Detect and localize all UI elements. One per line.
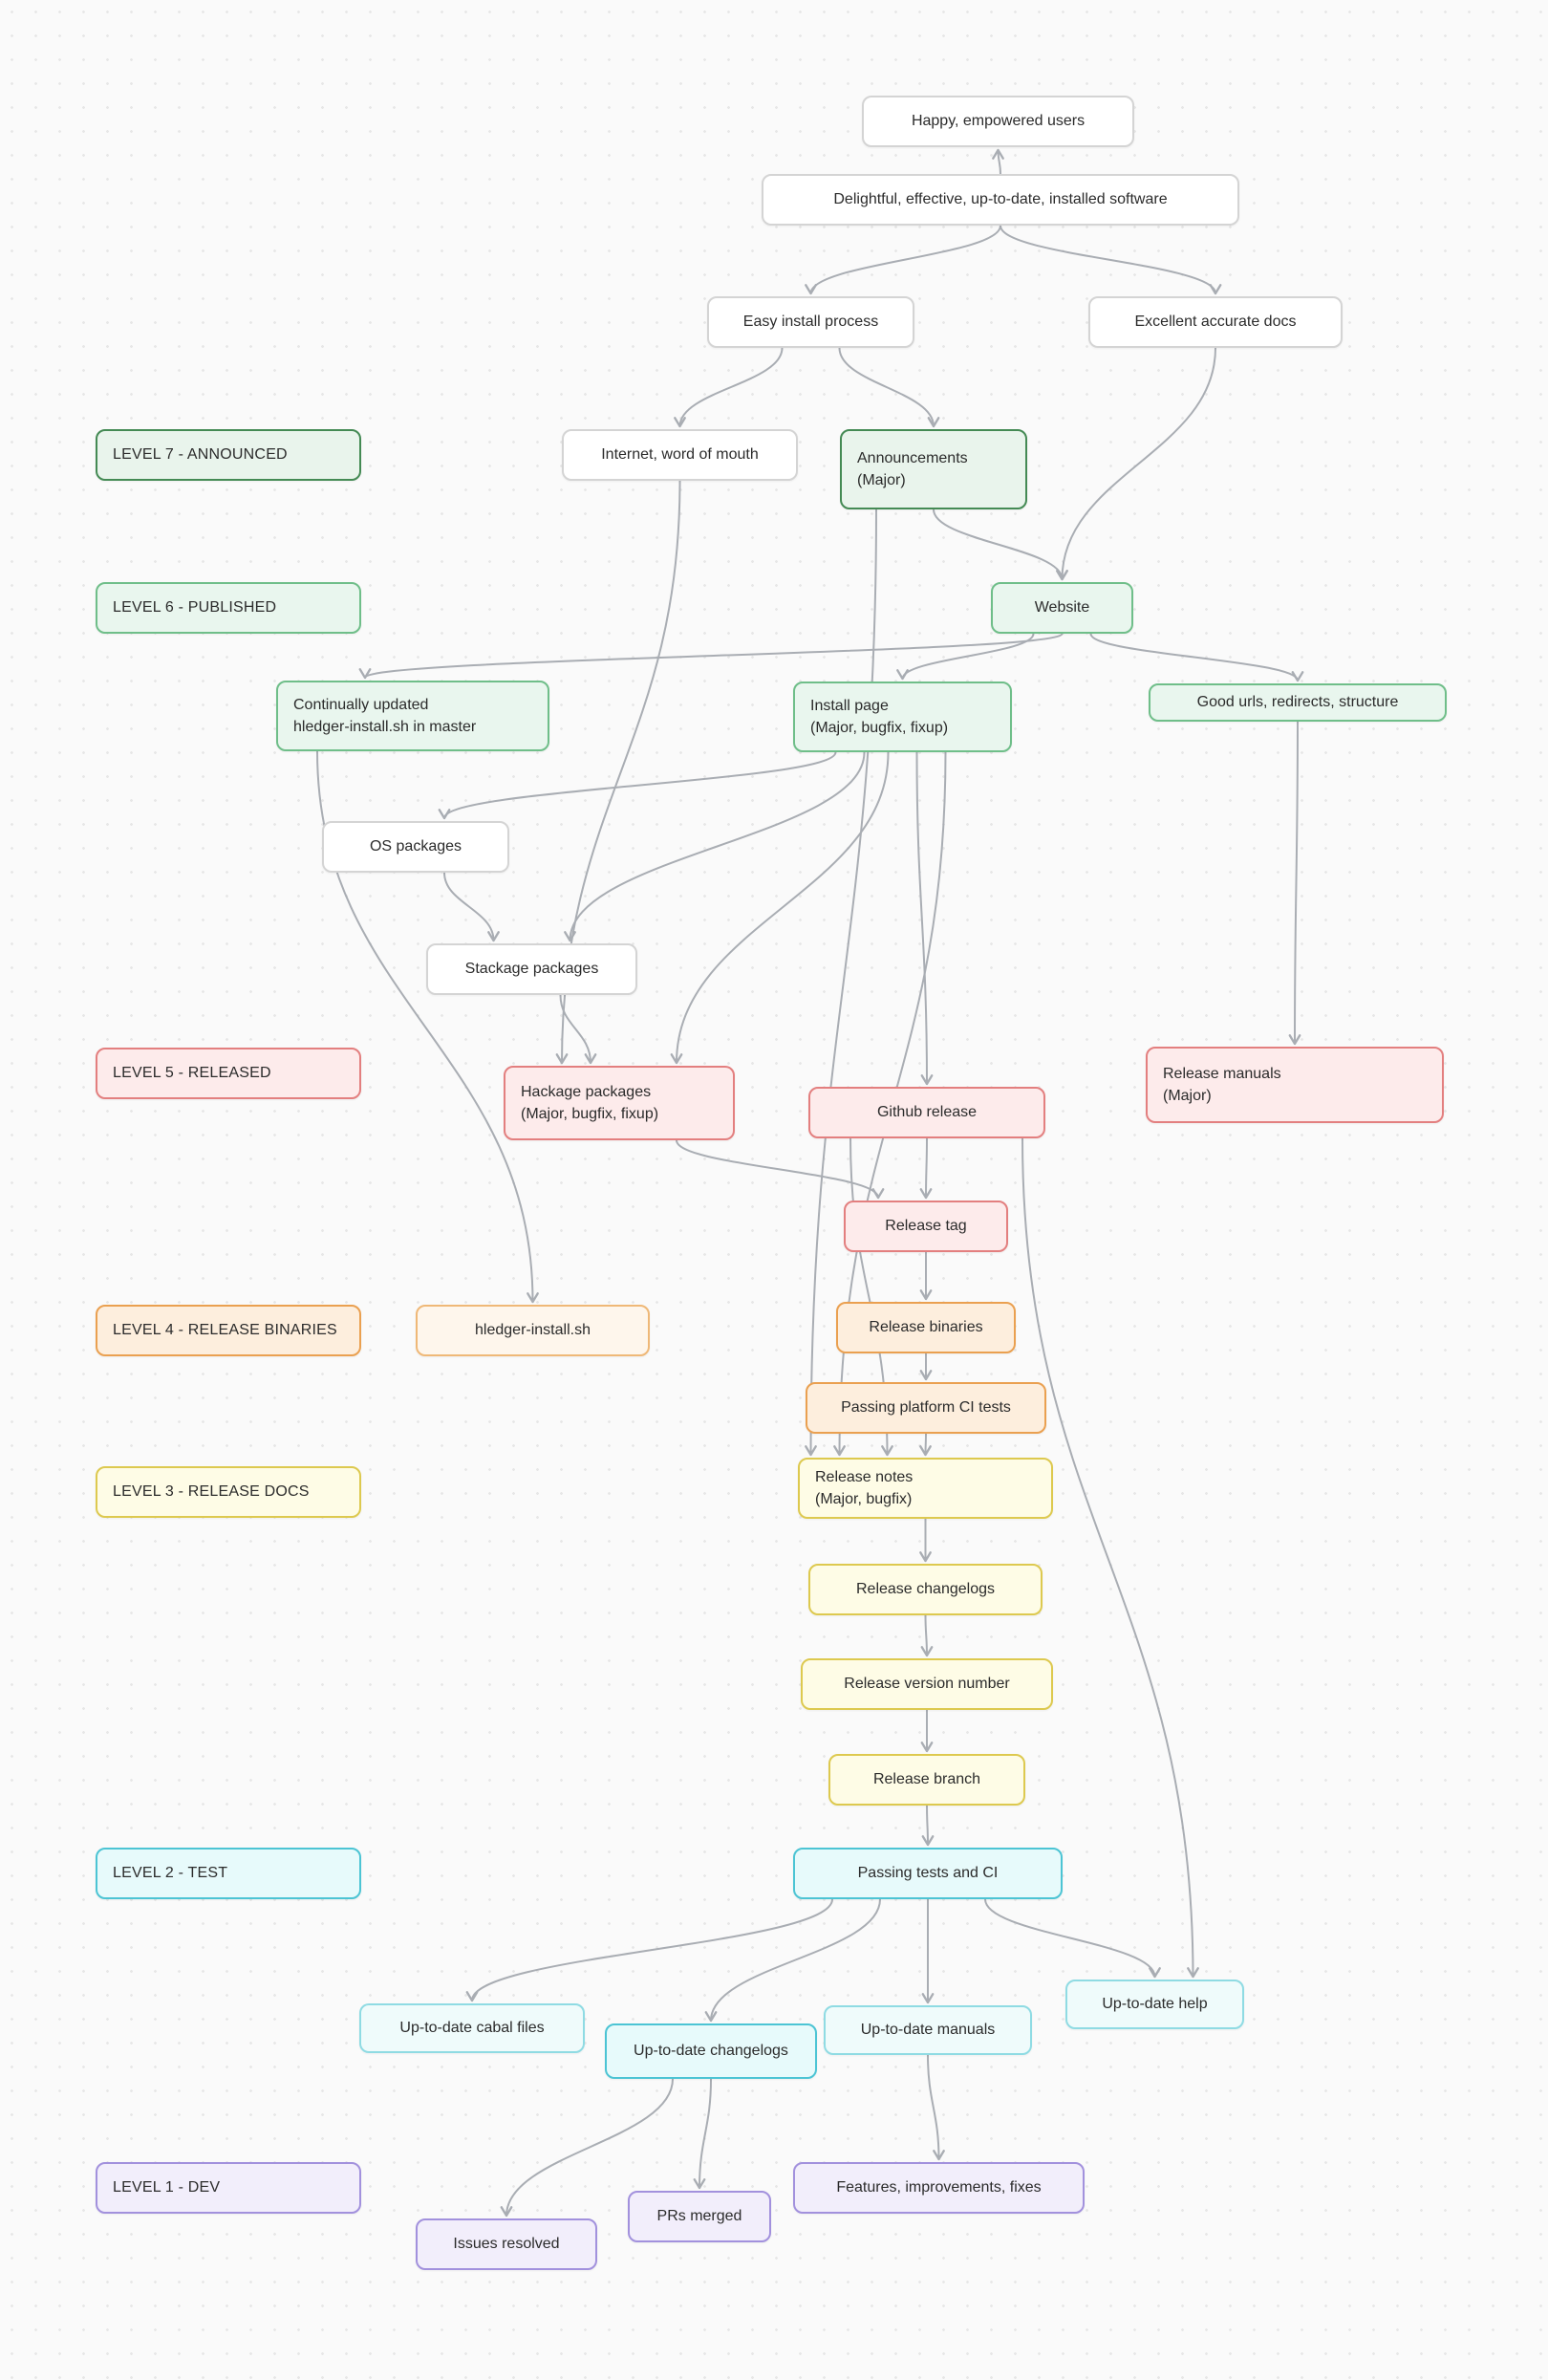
node-release-version-number: Release version number bbox=[801, 1658, 1053, 1710]
node-issues-resolved: Issues resolved bbox=[416, 2218, 597, 2270]
node-install-page: Install page (Major, bugfix, fixup) bbox=[793, 682, 1012, 752]
node-easy-install-process: Easy install process bbox=[707, 296, 914, 348]
edge-excellent-docs-to-website bbox=[1056, 347, 1216, 581]
node-github-release: Github release bbox=[808, 1087, 1045, 1138]
level-2-test-label: LEVEL 2 - TEST bbox=[96, 1848, 361, 1899]
node-excellent-accurate-docs: Excellent accurate docs bbox=[1088, 296, 1343, 348]
node-release-tag: Release tag bbox=[844, 1201, 1008, 1252]
edge-stackage-to-hackage bbox=[559, 994, 597, 1065]
edge-os-packages-to-stackage bbox=[443, 872, 500, 942]
node-up-to-date-cabal-files: Up-to-date cabal files bbox=[359, 2003, 585, 2053]
edge-utd-changelogs-to-prs-merged bbox=[693, 2078, 712, 2190]
edge-passing-tests-ci-to-utd-help bbox=[984, 1898, 1161, 1979]
level-7-announced-label: LEVEL 7 - ANNOUNCED bbox=[96, 429, 361, 481]
node-announcements: Announcements (Major) bbox=[840, 429, 1027, 509]
node-prs-merged: PRs merged bbox=[628, 2191, 771, 2242]
node-release-branch: Release branch bbox=[828, 1754, 1025, 1806]
edge-delightful-to-excellent-docs bbox=[1000, 225, 1222, 295]
node-hackage-packages: Hackage packages (Major, bugfix, fixup) bbox=[504, 1066, 735, 1140]
edge-easy-install-to-announcements bbox=[838, 347, 940, 428]
node-release-binaries: Release binaries bbox=[836, 1302, 1016, 1353]
edge-easy-install-to-internet-wom bbox=[674, 347, 784, 428]
node-up-to-date-help: Up-to-date help bbox=[1065, 1980, 1244, 2029]
edge-passing-tests-ci-to-utd-cabal bbox=[465, 1898, 833, 2002]
edge-good-urls-to-release-manuals bbox=[1288, 721, 1301, 1046]
node-os-packages: OS packages bbox=[322, 821, 509, 873]
node-release-changelogs: Release changelogs bbox=[808, 1564, 1043, 1615]
level-5-released-label: LEVEL 5 - RELEASED bbox=[96, 1048, 361, 1099]
edge-delightful-to-easy-install bbox=[805, 225, 1001, 295]
edge-announcements-to-website bbox=[933, 508, 1068, 581]
edge-website-to-continually-updated bbox=[358, 633, 1064, 680]
node-release-manuals: Release manuals (Major) bbox=[1146, 1047, 1444, 1123]
edge-passing-platform-ci-to-release-notes bbox=[919, 1433, 932, 1457]
level-1-dev-label: LEVEL 1 - DEV bbox=[96, 2162, 361, 2214]
edge-hackage-to-release-tag bbox=[676, 1139, 885, 1200]
edge-website-to-good-urls bbox=[1089, 633, 1304, 682]
edge-install-page-to-stackage bbox=[564, 751, 866, 942]
edge-announcements-to-release-notes bbox=[805, 508, 877, 1457]
edge-delightful-to-happy bbox=[992, 148, 1004, 175]
edge-install-page-to-os-packages bbox=[438, 751, 837, 820]
edge-passing-tests-ci-to-utd-changelogs bbox=[704, 1898, 881, 2023]
node-website: Website bbox=[991, 582, 1133, 634]
edge-website-to-install-page bbox=[896, 633, 1035, 681]
node-happy-empowered-users: Happy, empowered users bbox=[862, 96, 1134, 147]
edge-utd-changelogs-to-issues-resolved bbox=[500, 2078, 674, 2218]
node-good-urls-redirects: Good urls, redirects, structure bbox=[1149, 683, 1447, 722]
edge-utd-manuals-to-features bbox=[927, 2054, 945, 2161]
node-up-to-date-manuals: Up-to-date manuals bbox=[824, 2005, 1032, 2055]
edge-release-changelogs-to-release-version bbox=[920, 1614, 934, 1657]
node-stackage-packages: Stackage packages bbox=[426, 943, 637, 995]
node-continually-updated-hledger-install: Continually updated hledger-install.sh i… bbox=[276, 681, 549, 751]
level-4-release-binaries-label: LEVEL 4 - RELEASE BINARIES bbox=[96, 1305, 361, 1356]
node-features-improvements-fixes: Features, improvements, fixes bbox=[793, 2162, 1085, 2214]
edge-github-release-to-release-tag bbox=[919, 1137, 933, 1200]
node-up-to-date-changelogs: Up-to-date changelogs bbox=[605, 2023, 817, 2079]
edge-install-page-to-github-release bbox=[915, 751, 934, 1086]
node-internet-word-of-mouth: Internet, word of mouth bbox=[562, 429, 798, 481]
level-6-published-label: LEVEL 6 - PUBLISHED bbox=[96, 582, 361, 634]
edge-release-branch-to-passing-tests-ci bbox=[921, 1805, 935, 1847]
node-delightful-software: Delightful, effective, up-to-date, insta… bbox=[762, 174, 1239, 226]
node-passing-tests-and-ci: Passing tests and CI bbox=[793, 1848, 1063, 1899]
edge-install-page-to-hackage bbox=[670, 751, 890, 1065]
node-passing-platform-ci-tests: Passing platform CI tests bbox=[806, 1382, 1046, 1434]
edge-github-release-to-utd-help bbox=[1021, 1137, 1199, 1979]
node-release-notes: Release notes (Major, bugfix) bbox=[798, 1458, 1053, 1519]
level-3-release-docs-label: LEVEL 3 - RELEASE DOCS bbox=[96, 1466, 361, 1518]
node-hledger-install-sh: hledger-install.sh bbox=[416, 1305, 650, 1356]
